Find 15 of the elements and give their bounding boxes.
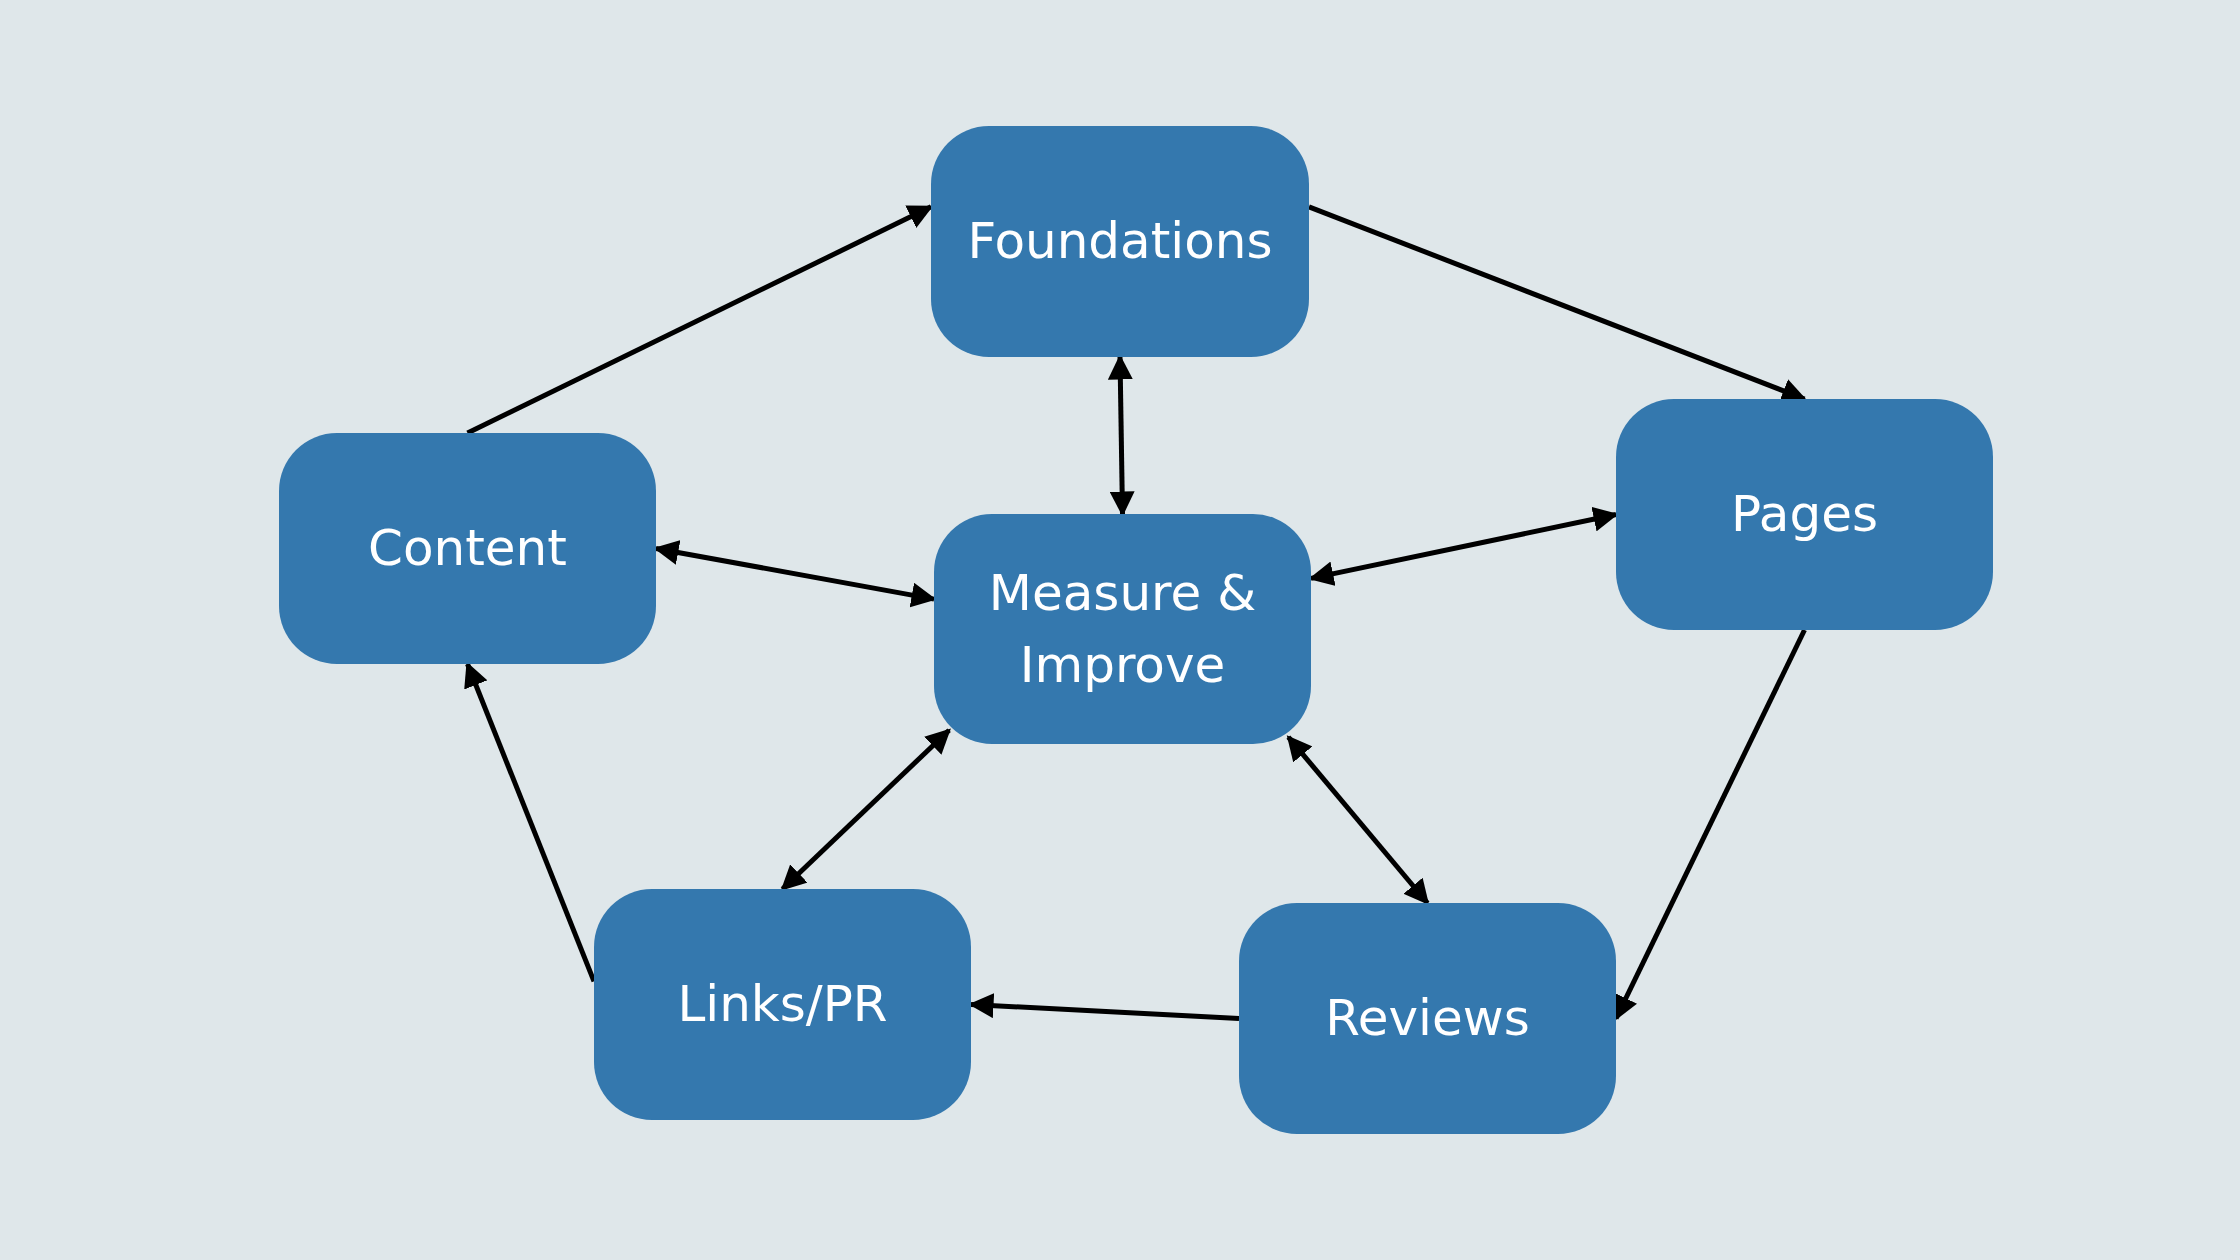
node-label: Reviews	[1325, 988, 1530, 1050]
node-label: Content	[368, 518, 567, 580]
node-label: Measure & Improve	[987, 562, 1258, 696]
node-label: Foundations	[967, 211, 1273, 273]
process-box	[594, 889, 971, 1120]
arrow	[1286, 735, 1430, 905]
node-label: Pages	[1730, 484, 1879, 546]
node-label: Links/PR	[677, 974, 888, 1036]
process-box	[931, 126, 1309, 357]
process-box	[1239, 903, 1616, 1134]
arrow	[1107, 354, 1135, 517]
process-box	[1616, 399, 1993, 630]
process-box	[279, 433, 656, 664]
arrow	[780, 728, 951, 891]
process-box	[934, 514, 1311, 744]
